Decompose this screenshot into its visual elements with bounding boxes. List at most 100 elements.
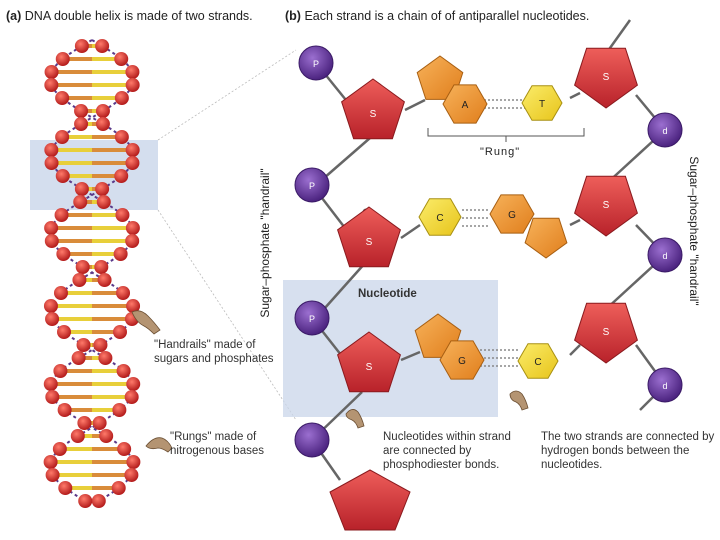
- helix-sugar-ball: [74, 182, 89, 196]
- base-pyrimidine: [517, 343, 559, 379]
- helix-sugar-ball: [114, 169, 129, 183]
- helix-sugar-ball: [76, 338, 91, 352]
- phosphate-left-letter: P: [309, 314, 315, 324]
- helix-sugar-ball: [72, 273, 87, 287]
- helix-sugar-ball: [58, 481, 73, 495]
- helix-sugar-ball: [55, 52, 70, 66]
- helix-sugar-ball: [54, 208, 69, 222]
- helix-sugar-ball: [97, 273, 112, 287]
- sugar-left: [341, 78, 405, 140]
- helix-sugar-ball: [114, 91, 129, 105]
- base-letter: A: [462, 100, 469, 111]
- helix-sugar-ball: [75, 260, 90, 274]
- phosphate-right-letter: d: [662, 381, 667, 391]
- helix-sugar-ball: [125, 234, 140, 248]
- helix-sugar-ball: [44, 65, 59, 79]
- helix-sugar-ball: [125, 156, 140, 170]
- helix-sugar-ball: [93, 338, 108, 352]
- hydrogen-bond-note: The two strands are connected by hydroge…: [541, 431, 715, 471]
- helix-sugar-ball: [43, 455, 58, 469]
- helix-sugar-ball: [95, 39, 110, 53]
- base-letter: G: [508, 210, 516, 221]
- phosphate-right-circle: [647, 237, 683, 273]
- helix-backbone: [48, 39, 136, 505]
- helix-sugar-ball: [74, 117, 89, 131]
- helix-sugar-ball: [44, 78, 59, 92]
- helix-sugar-ball: [92, 416, 107, 430]
- base-purine-ring: [524, 217, 568, 259]
- helix-sugar-ball: [95, 182, 110, 196]
- helix-sugar-ball: [70, 429, 85, 443]
- phosphate-left-circle: [294, 300, 330, 336]
- helix-sugar-ball: [56, 247, 71, 261]
- helix-sugar-ball: [43, 377, 58, 391]
- helix-sugar-ball: [74, 39, 89, 53]
- helix-sugar-ball: [124, 390, 139, 404]
- base-letter: C: [534, 357, 541, 368]
- helix-sugar-ball: [125, 78, 140, 92]
- helix-sugar-ball: [125, 143, 140, 157]
- helix-sugar-ball: [115, 208, 130, 222]
- helix-sugar-ball: [112, 325, 127, 339]
- sugar-right: [574, 175, 638, 237]
- base-pyrimidine: [521, 85, 563, 121]
- helix-sugar-ball: [95, 117, 110, 131]
- sugar-left: [337, 206, 401, 268]
- sugar-right: [574, 302, 638, 364]
- base-letter: T: [539, 99, 545, 110]
- helix-sugar-ball: [57, 403, 72, 417]
- sugar-left: [337, 331, 401, 393]
- sugar-right-letter: S: [603, 200, 610, 211]
- helix-sugar-ball: [126, 377, 141, 391]
- helix-sugar-ball: [99, 429, 114, 443]
- phosphate-left-circle: [298, 45, 334, 81]
- helix-sugar-ball: [117, 442, 132, 456]
- base-pyrimidine: [418, 198, 462, 236]
- phosphate-left-letter: P: [309, 181, 315, 191]
- sugar-left-letter: S: [366, 237, 373, 248]
- glycosidic-bonds: [400, 91, 581, 362]
- sugar-right-letter: S: [603, 72, 610, 83]
- hand-pointer-icon: [131, 310, 529, 453]
- phosphate-left-circle: [294, 422, 330, 458]
- phosphate-left: P P P: [294, 45, 334, 458]
- zoom-line-top: [157, 49, 297, 141]
- phosphate-right: ddd: [647, 112, 683, 403]
- helix-sugar-ball: [73, 195, 88, 209]
- panel-a-caption: (a) DNA double helix is made of two stra…: [6, 9, 253, 23]
- helix-sugar-ball: [71, 351, 86, 365]
- helix-sugar-ball: [114, 52, 129, 66]
- helix-sugar-ball: [96, 195, 111, 209]
- base-letter: G: [458, 356, 466, 367]
- helix-sugar-ball: [125, 65, 140, 79]
- phosphate-right-letter: d: [662, 251, 667, 261]
- rung-label: "Rung": [480, 146, 521, 158]
- helix-sugar-ball: [114, 130, 129, 144]
- handrails-note: "Handrails" made of sugars and phosphate…: [154, 339, 274, 365]
- sugar-right: [574, 47, 638, 109]
- sugar-bottom: [329, 469, 411, 531]
- panel-b-caption: (b) Each strand is a chain of of antipar…: [285, 9, 590, 23]
- phosphate-left-letter: P: [313, 59, 319, 69]
- helix-sugar-ball: [91, 494, 106, 508]
- helix-sugar-ball: [111, 481, 126, 495]
- bases: A T C G G C: [414, 55, 568, 380]
- helix-sugar-ball: [77, 416, 92, 430]
- helix-sugar-ball: [44, 221, 59, 235]
- helix-sugar-ball: [116, 286, 131, 300]
- rungs-note: "Rungs" made of nitrogenous bases: [170, 431, 264, 457]
- helix-sugar-ball: [55, 169, 70, 183]
- phosphodiester-note: Nucleotides within strand are connected …: [383, 431, 511, 471]
- sugar-left-letter: S: [370, 109, 377, 120]
- helix-sugar-ball: [55, 130, 70, 144]
- helix-sugar-ball: [95, 104, 110, 118]
- helix-sugar-ball: [74, 104, 89, 118]
- helix-sugar-ball: [45, 312, 60, 326]
- helix-sugar-ball: [55, 91, 70, 105]
- left-handrail-label: Sugar–phosphate "handrail": [258, 168, 272, 318]
- helix-sugar-ball: [126, 455, 141, 469]
- base-letter: C: [436, 213, 443, 224]
- helix-sugar-ball: [45, 390, 60, 404]
- base-purine-ring: [439, 340, 485, 380]
